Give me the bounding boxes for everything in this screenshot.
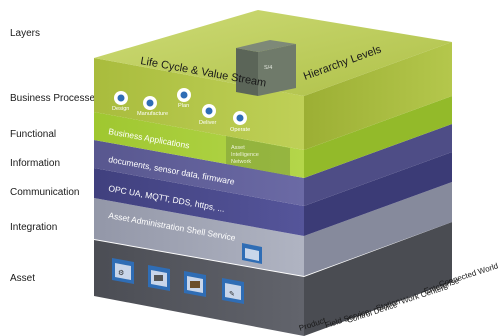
asset-tile-1: ⚙ [112,258,134,284]
integration-icon [242,243,262,264]
process-deliver: Deliver [199,104,217,126]
note-line-3: Network [231,159,251,165]
label-communication: Communication [10,187,79,198]
cube-label: S/4 [264,65,272,71]
information-layer: documents, sensor data, firmware [94,124,452,206]
process-label-manufacture: Manufacture [137,111,168,117]
label-integration: Integration [10,222,57,233]
note-line-1: Asset [231,145,245,151]
asset-layer: ⚙ ✎ [94,222,452,336]
process-label-plan: Plan [178,103,189,109]
integration-layer: Asset Administration Shell Service [94,182,452,276]
process-label-operate: Operate [230,127,250,133]
svg-text:✎: ✎ [229,291,235,298]
label-asset: Asset [10,273,35,284]
communication-layer: OPC UA, MQTT, DDS, https, ... [94,152,452,236]
process-plan: Plan [177,88,191,109]
label-functional: Functional [10,129,56,140]
label-layers: Layers [10,28,40,39]
process-label-design: Design [112,106,129,112]
s4-cube: S/4 [236,40,296,96]
process-operate: Operate [230,111,250,133]
asset-tile-4: ✎ [222,278,244,304]
note-line-2: Intelligence [231,152,259,158]
process-manufacture: Manufacture [137,96,168,117]
asset-tile-2 [148,265,170,291]
svg-text:⚙: ⚙ [118,269,124,277]
asset-tile-3 [184,271,206,297]
label-information: Information [10,158,60,169]
process-design: Design [112,91,129,112]
asset-intelligence-note: Asset Intelligence Network [226,136,290,176]
label-business-processes: Business Processes [10,93,100,104]
process-label-deliver: Deliver [199,120,217,126]
